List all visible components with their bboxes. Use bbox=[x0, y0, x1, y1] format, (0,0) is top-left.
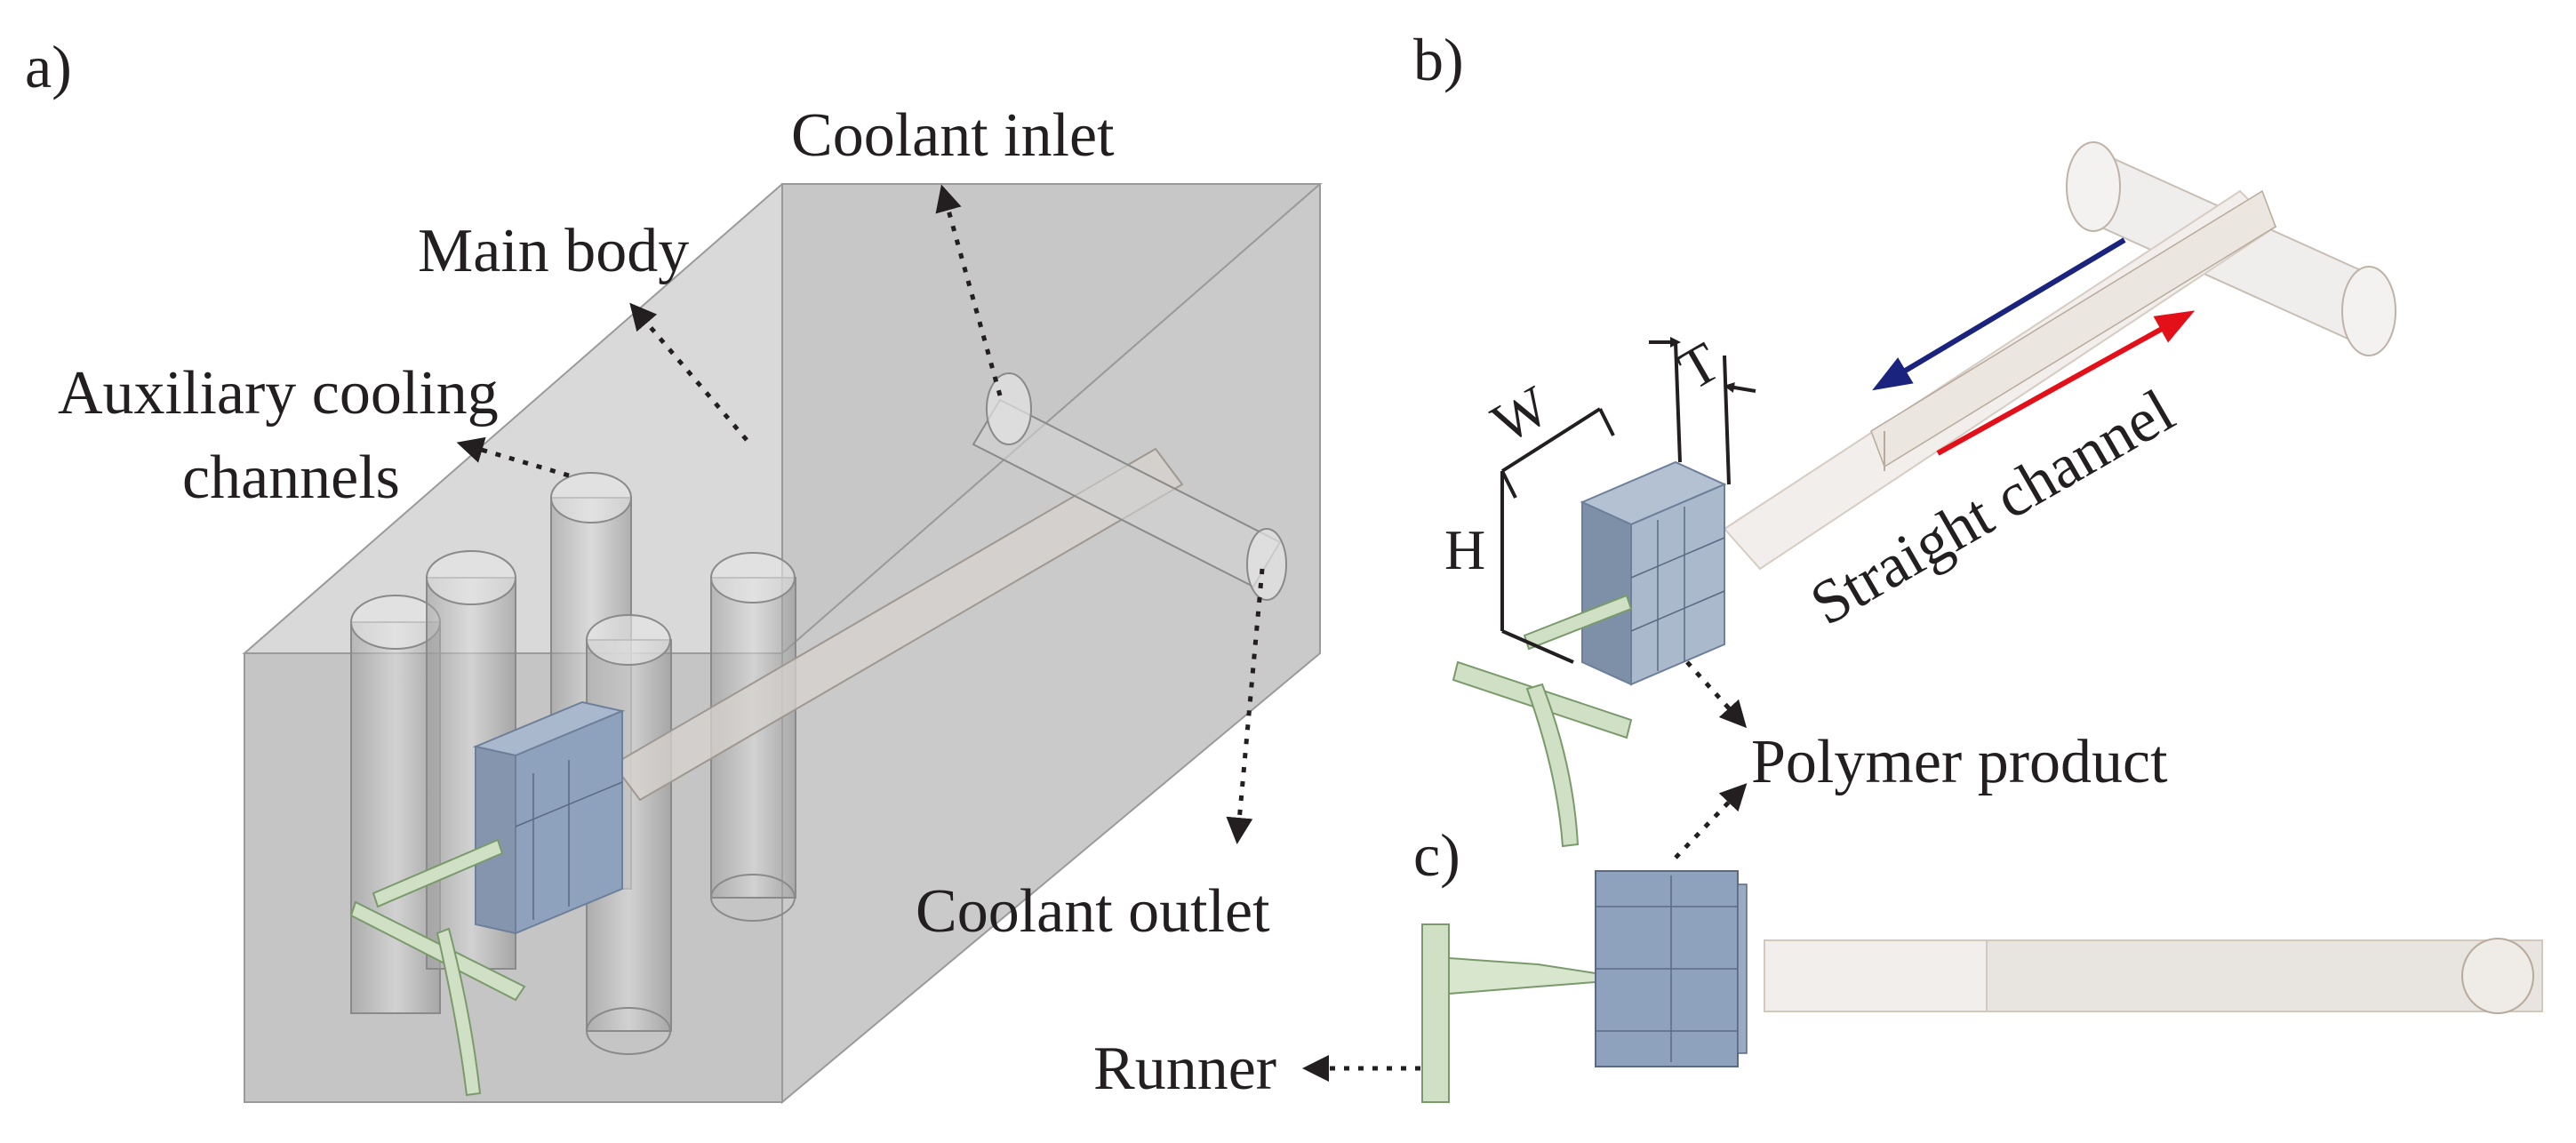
blue-flow-arrow bbox=[1872, 237, 2126, 391]
runner-b bbox=[1452, 594, 1633, 848]
panel-c: c) Runner bbox=[1093, 821, 2543, 1103]
panel-a: a) bbox=[25, 33, 1323, 1105]
polymer-product-c bbox=[1595, 870, 1748, 1067]
main-body-label: Main body bbox=[418, 217, 689, 285]
runner-a bbox=[349, 838, 526, 1097]
aux-cooling-leader bbox=[456, 436, 570, 478]
polymer-product-leader-b bbox=[1685, 660, 1748, 729]
straight-channel-label: Straight channel bbox=[1800, 377, 2186, 639]
panel-c-label: c) bbox=[1413, 821, 1460, 889]
coolant-outlet-label: Coolant outlet bbox=[916, 877, 1270, 946]
aux-cooling-label-line2: channels bbox=[182, 444, 400, 512]
straight-channel bbox=[612, 447, 1184, 802]
polymer-product-label: Polymer product bbox=[1751, 728, 2168, 796]
polymer-product-b bbox=[1580, 460, 1727, 686]
panel-b: b) Straight channel bbox=[1413, 26, 2396, 859]
coolant-outlet-leader bbox=[1226, 568, 1265, 844]
panel-a-label: a) bbox=[25, 33, 72, 100]
height-label: H bbox=[1444, 518, 1485, 581]
coolant-inlet-label: Coolant inlet bbox=[791, 101, 1115, 170]
sprue bbox=[1448, 956, 1596, 995]
runner-plate bbox=[1421, 923, 1450, 1103]
width-dimension-line bbox=[1500, 407, 1602, 473]
runner-label: Runner bbox=[1093, 1035, 1276, 1103]
coolant-channel-assembly bbox=[612, 372, 1287, 802]
polymer-product-a bbox=[472, 700, 626, 935]
straight-channel-c bbox=[1764, 938, 2543, 1014]
panel-b-label: b) bbox=[1413, 26, 1464, 93]
polymer-product-leader-c bbox=[1674, 783, 1748, 859]
aux-cooling-label-line1: Auxiliary cooling bbox=[58, 359, 499, 428]
coolant-inlet-leader bbox=[935, 184, 1003, 396]
red-flow-arrow bbox=[1936, 310, 2196, 456]
dimension-lines bbox=[1500, 337, 1756, 664]
runner-c bbox=[1421, 923, 1596, 1103]
thickness-ext-left bbox=[1674, 341, 1682, 463]
thickness-ext-right bbox=[1723, 355, 1731, 485]
straight-channel-b bbox=[1723, 189, 2277, 571]
